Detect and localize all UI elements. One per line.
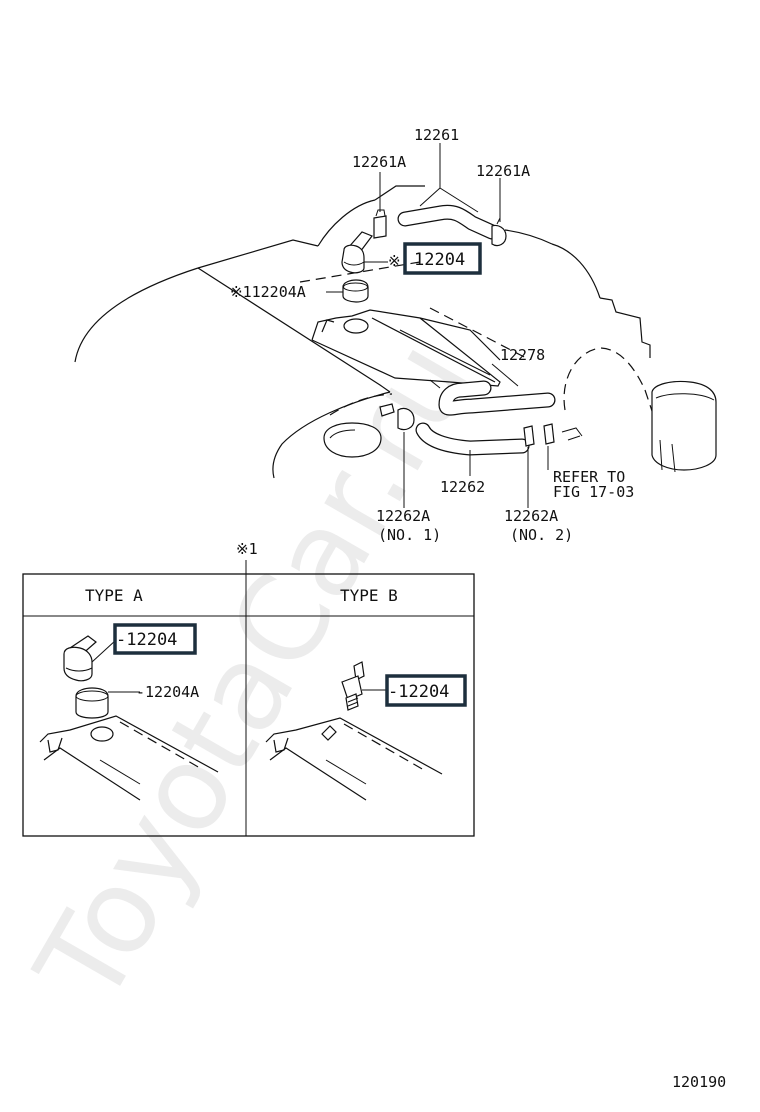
inset-table: ※1 TYPE A TYPE B	[22, 540, 475, 837]
type-b-header: TYPE B	[340, 586, 398, 605]
callout-box-type-a	[113, 623, 197, 655]
leader-lines	[326, 143, 549, 508]
label-12262a-no2-sub: (NO. 2)	[510, 526, 573, 544]
label-12204-mark: ※	[388, 252, 401, 270]
air-cleaner	[651, 380, 717, 473]
label-12262a-no2: 12262A	[504, 507, 558, 525]
label-refer-to: REFER TO	[553, 468, 625, 486]
hose-12261	[397, 204, 500, 240]
label-12261a-right: 12261A	[476, 162, 530, 180]
callout-box-type-b	[385, 674, 467, 707]
pcv-valve	[341, 231, 373, 274]
hose-12278	[438, 380, 556, 416]
inset-mark: ※1	[236, 540, 258, 558]
type-a-drawing	[39, 635, 219, 801]
label-12262a-no1: 12262A	[376, 507, 430, 525]
oil-filler-cap	[323, 422, 382, 458]
grommet	[342, 279, 369, 303]
type-a-part-boxed: -12204	[116, 630, 177, 650]
type-a-part-plain: -12204A	[136, 683, 199, 701]
pcv-grommet-seat	[343, 318, 369, 334]
hose-12262	[415, 422, 530, 456]
label-12262a-no1-sub: (NO. 1)	[378, 526, 441, 544]
figure-number: 120190	[672, 1073, 726, 1091]
label-12204-main: 12204	[414, 250, 465, 270]
engine-outline	[74, 185, 666, 479]
label-12262: 12262	[440, 478, 485, 496]
label-12278: 12278	[500, 346, 545, 364]
label-112204a: ※112204A	[230, 283, 306, 301]
type-a-header: TYPE A	[85, 586, 143, 605]
clamps	[373, 209, 583, 447]
label-12261a-left: 12261A	[352, 153, 406, 171]
cylinder-head-cover	[311, 309, 501, 387]
type-b-part-boxed: -12204	[388, 682, 449, 702]
label-refer-fig: FIG 17-03	[553, 483, 634, 501]
label-12261: 12261	[414, 126, 459, 144]
type-b-drawing	[265, 661, 443, 801]
callout-box-12204	[403, 242, 482, 275]
